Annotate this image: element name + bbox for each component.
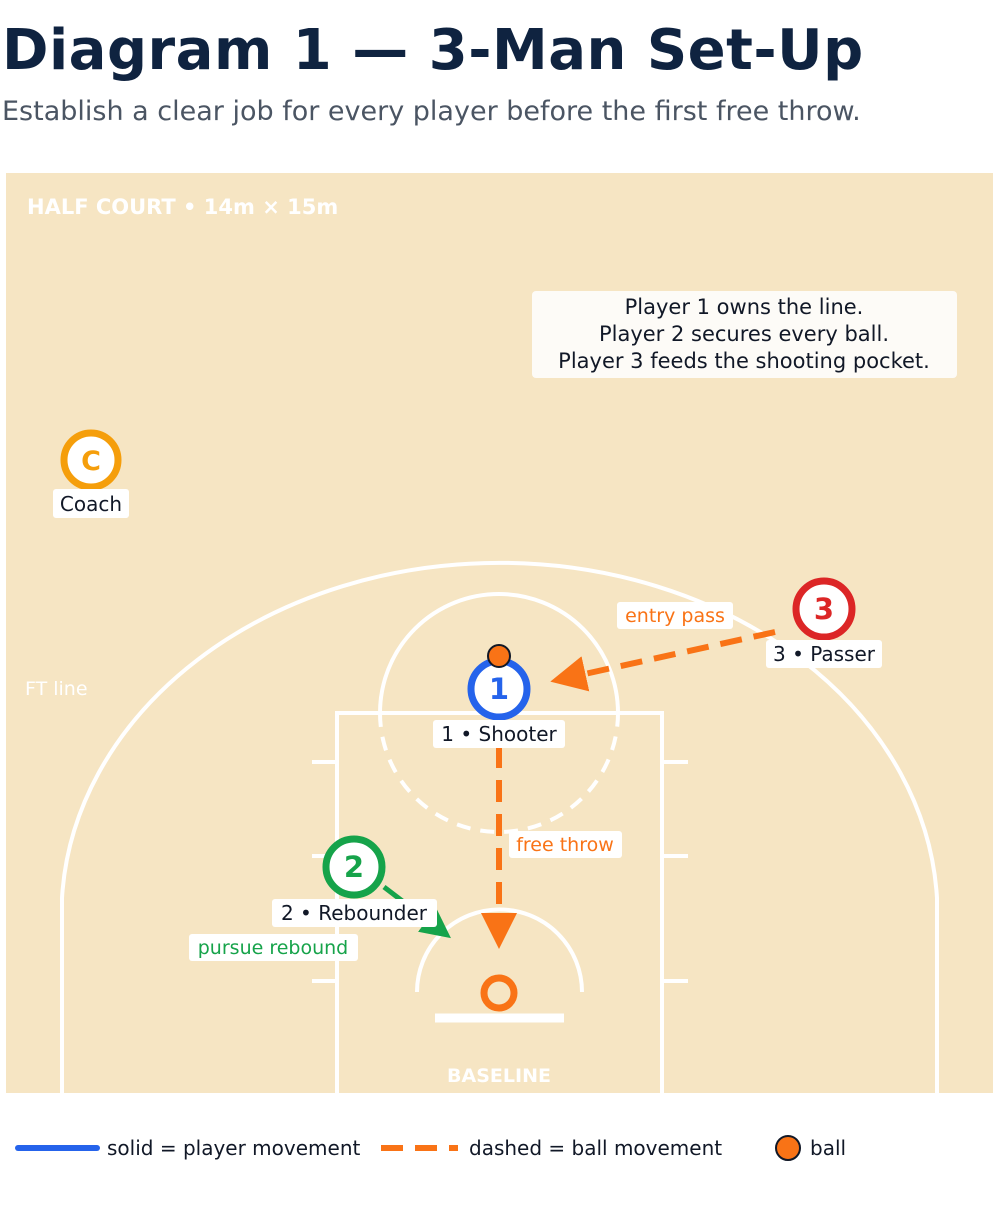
entry-pass-arrow: [550, 629, 776, 692]
coach-label: Coach: [60, 492, 122, 516]
free-throw-circle-dashed: [378, 712, 620, 834]
entry-pass-label: entry pass: [625, 605, 725, 627]
note-line: Player 1 owns the line.: [625, 295, 864, 319]
free-throw-circle: [378, 592, 620, 714]
player-1-marker: 1: [467, 657, 531, 721]
player-1-mark: 1: [489, 672, 509, 706]
player-2-mark: 2: [344, 850, 364, 884]
coach-marker: C: [60, 429, 122, 491]
restricted-area: [415, 907, 584, 993]
diagram-title: Diagram 1 — 3-Man Set-Up: [2, 18, 864, 83]
note-line: Player 2 secures every ball.: [599, 322, 889, 346]
ft-line-label: FT line: [25, 678, 88, 700]
three-point-line: [60, 560, 939, 1093]
note-line: Player 3 feeds the shooting pocket.: [558, 349, 930, 373]
player-3-mark: 3: [814, 592, 834, 626]
player-3-marker: 3: [792, 577, 856, 641]
baseline-label: BASELINE: [447, 1065, 551, 1087]
diagram-subtitle: Establish a clear job for every player b…: [2, 96, 861, 127]
player-1-label: 1 • Shooter: [441, 722, 557, 746]
legend-ball-label: ball: [810, 1136, 846, 1160]
free-throw-label: free throw: [516, 834, 614, 856]
legend-solid-label: solid = player movement: [107, 1136, 360, 1160]
court-caption: HALF COURT • 14m × 15m: [27, 195, 338, 219]
legend-dashed-label: dashed = ball movement: [469, 1136, 722, 1160]
pursue-rebound-label: pursue rebound: [198, 937, 349, 959]
legend: solid = player movement dashed = ball mo…: [15, 1135, 846, 1161]
legend-ball-icon: [775, 1135, 801, 1161]
player-2-marker: 2: [322, 835, 386, 899]
hoop: [480, 974, 518, 1012]
player-2-label: 2 • Rebounder: [281, 901, 428, 925]
player-3-label: 3 • Passer: [773, 642, 876, 666]
coaching-note: Player 1 owns the line. Player 2 secures…: [532, 291, 957, 378]
ball-icon: [487, 644, 511, 668]
coach-mark: C: [81, 446, 101, 477]
